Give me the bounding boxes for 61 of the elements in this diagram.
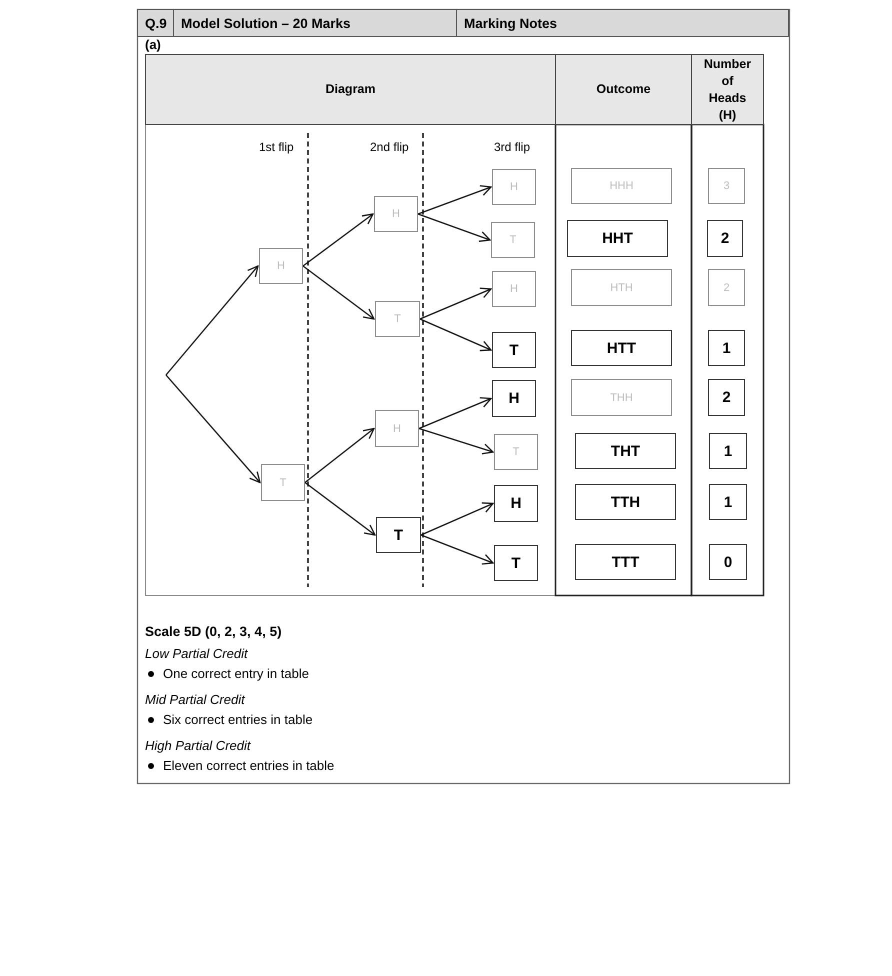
heads-count-box: 3 (708, 168, 745, 204)
outcome-box: THT (575, 433, 676, 469)
criterion-text: Six correct entries in table (163, 712, 313, 728)
arrow (418, 428, 494, 454)
flip-label: 2nd flip (370, 139, 409, 155)
heads-count-box: 2 (707, 220, 743, 257)
tree-box: H (259, 248, 303, 284)
outcome-box: HHT (567, 220, 668, 257)
tree-box: T (492, 332, 536, 368)
tree-box: H (492, 380, 536, 417)
column-header: Number of Heads (H) (691, 54, 764, 125)
arrow (418, 397, 492, 430)
heads-count-box: 1 (709, 484, 747, 520)
tree-box: T (491, 222, 535, 258)
scale-heading: Scale 5D (0, 2, 3, 4, 5) (145, 624, 282, 640)
table-header-cell: Marking Notes (456, 9, 789, 37)
arrow (420, 502, 494, 536)
arrow (304, 482, 376, 536)
arrow (304, 428, 375, 484)
arrow (420, 318, 492, 352)
arrow (418, 185, 492, 215)
arrow (166, 374, 261, 484)
column-header: Outcome (555, 54, 692, 125)
tree-box: H (494, 485, 538, 522)
table-header-cell: Q.9 (137, 9, 174, 37)
credit-level: Low Partial Credit (145, 646, 248, 662)
column-header: Diagram (145, 54, 556, 125)
tree-box: T (261, 464, 305, 501)
criterion-text: Eleven correct entries in table (163, 758, 334, 774)
arrow (420, 534, 494, 565)
flip-label: 3rd flip (494, 139, 530, 155)
tree-box: T (375, 301, 420, 337)
credit-level: Mid Partial Credit (145, 692, 245, 708)
tree-box: H (492, 169, 536, 205)
tree-box: H (374, 196, 418, 232)
heads-count-box: 1 (708, 330, 745, 366)
outcome-box: TTT (575, 544, 676, 580)
arrow (302, 213, 374, 267)
criterion-text: One correct entry in table (163, 666, 309, 682)
heads-count-box: 2 (708, 269, 745, 306)
tree-box: H (375, 410, 419, 447)
outcome-box: HHH (571, 168, 672, 204)
outcome-box: THH (571, 379, 672, 416)
tree-box: T (494, 434, 538, 470)
credit-level: High Partial Credit (145, 738, 250, 754)
heads-count-box: 2 (708, 379, 745, 416)
outcome-box: HTH (571, 269, 672, 306)
tree-box: H (492, 271, 536, 307)
arrow (418, 213, 491, 242)
tree-box: T (376, 517, 421, 553)
heads-count-box: 0 (709, 544, 747, 580)
outcome-box: TTH (575, 484, 676, 520)
tree-box: T (494, 545, 538, 581)
part-label: (a) (145, 37, 161, 53)
table-header-cell: Model Solution – 20 Marks (173, 9, 457, 37)
outcome-box: HTT (571, 330, 672, 366)
heads-count-box: 1 (709, 433, 747, 469)
arrow (166, 265, 259, 376)
arrow (420, 288, 492, 320)
arrow (302, 265, 375, 320)
flip-label: 1st flip (259, 139, 294, 155)
